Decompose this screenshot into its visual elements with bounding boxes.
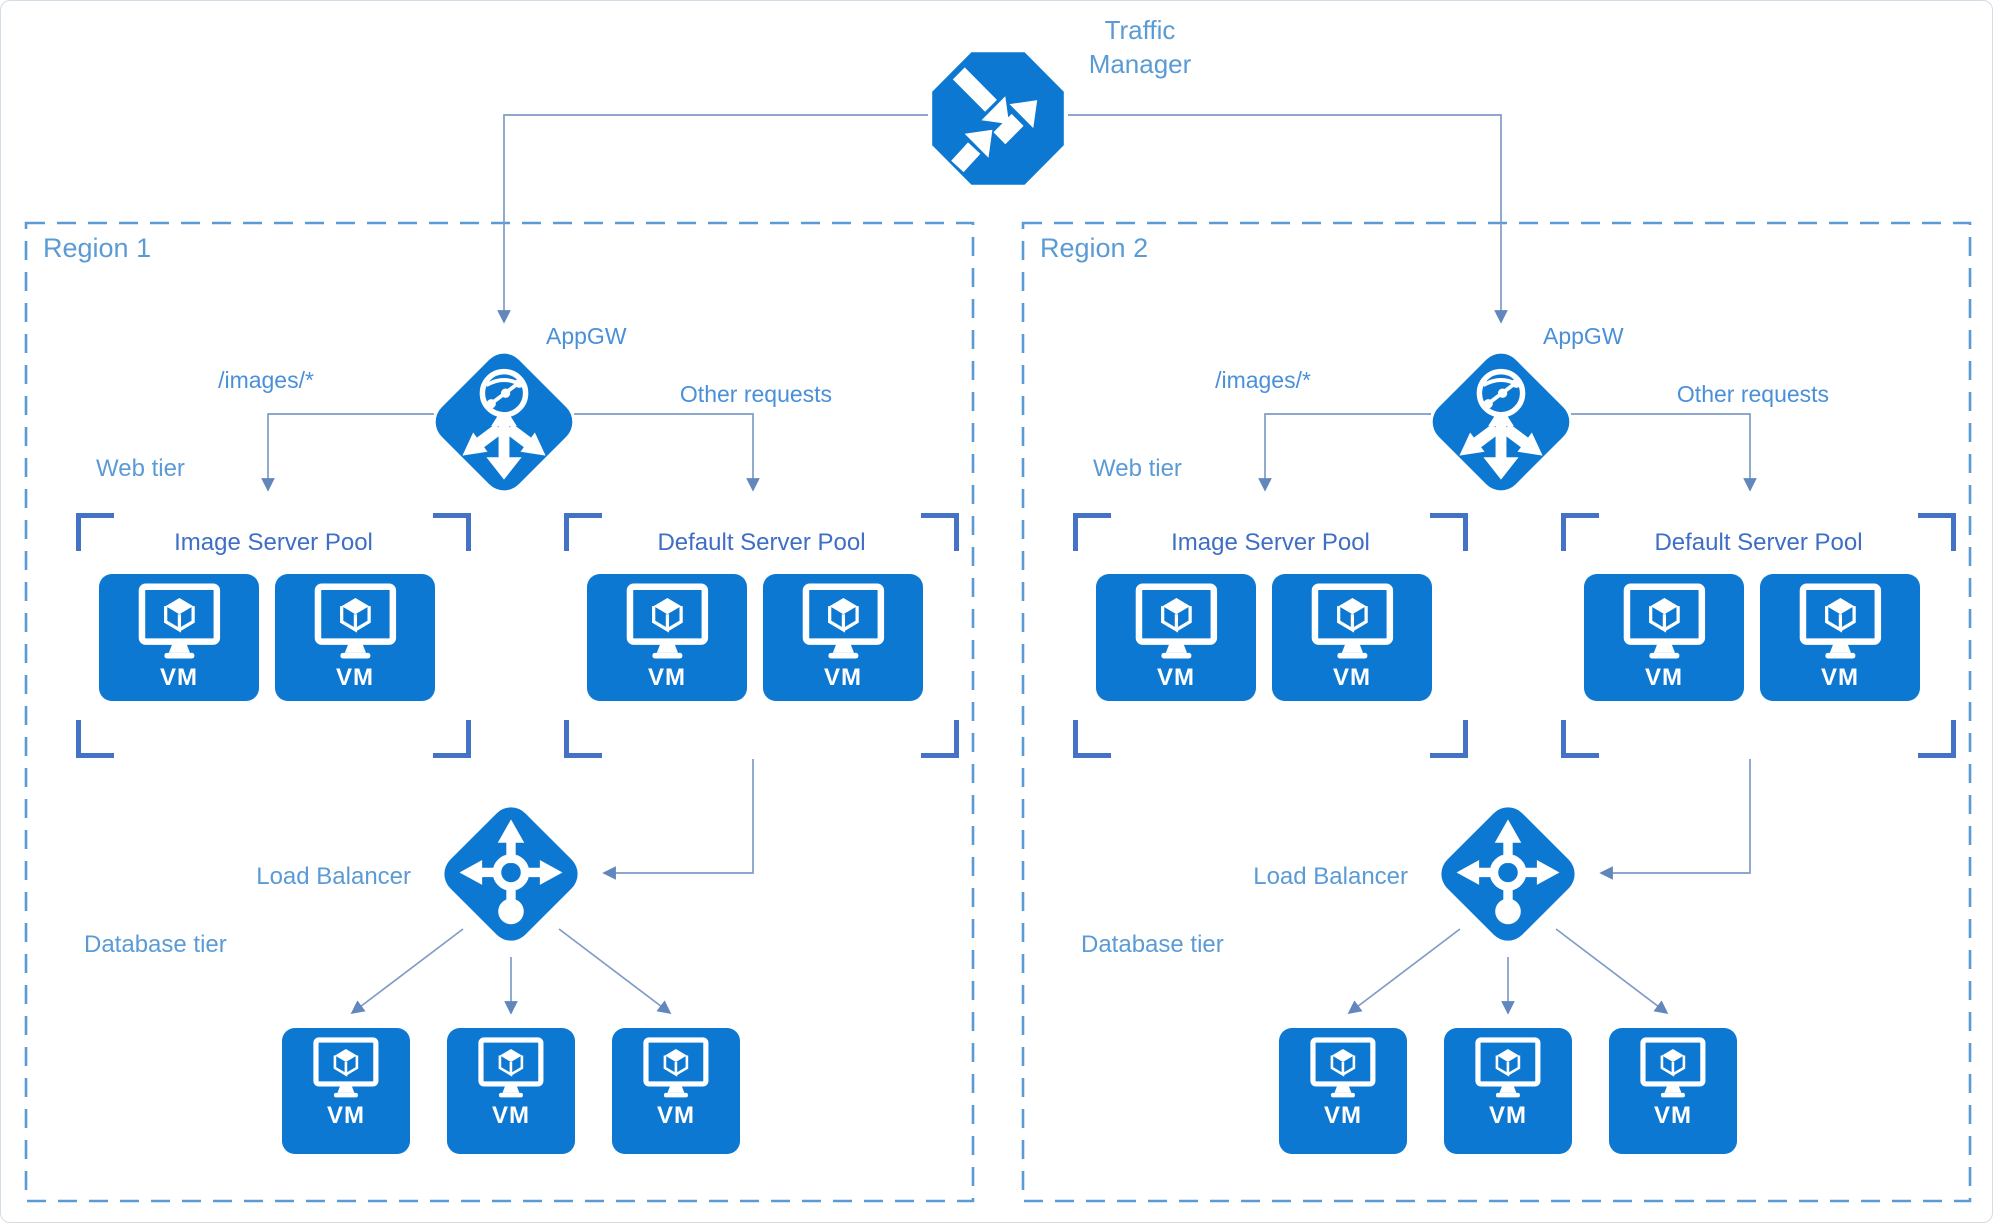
database-tier-label: Database tier (84, 931, 227, 958)
vm-tile: VM (763, 574, 923, 701)
vm-tile: VM (282, 1028, 410, 1154)
vm-monitor-icon (1458, 1037, 1558, 1103)
pool-corner-icon (921, 720, 959, 758)
load-balancer-label: Load Balancer (256, 863, 411, 890)
vm-monitor-icon (605, 583, 730, 665)
other-requests-label: Other requests (1676, 381, 1830, 407)
vm-monitor-icon (1602, 583, 1727, 665)
vm-monitor-icon (296, 1037, 396, 1103)
vm-label: VM (1821, 664, 1859, 692)
vm-label: VM (1489, 1101, 1527, 1129)
pool-corner-icon (1918, 513, 1956, 551)
vm-monitor-icon (1114, 583, 1239, 665)
image-server-pool-label: Image Server Pool (1171, 529, 1370, 556)
pool-corner-icon (433, 720, 471, 758)
default-server-pool: Default Server Pool VM VM (564, 513, 959, 758)
vm-label: VM (1324, 1101, 1362, 1129)
traffic-manager-label: Traffic Manager (1081, 13, 1199, 81)
vm-tile: VM (1444, 1028, 1572, 1154)
images-route-label: /images/* (218, 367, 314, 393)
vm-tile: VM (587, 574, 747, 701)
pool-corner-icon (1073, 513, 1111, 551)
pool-corner-icon (1918, 720, 1956, 758)
default-server-pool: Default Server Pool VM VM (1561, 513, 1956, 758)
vm-monitor-icon (1293, 1037, 1393, 1103)
pool-corner-icon (1073, 720, 1111, 758)
image-server-pool: Image Server Pool VM VM (1073, 513, 1468, 758)
vm-tile: VM (1279, 1028, 1407, 1154)
load-balancer-icon (1430, 796, 1586, 952)
vm-label: VM (657, 1101, 695, 1129)
web-tier-label: Web tier (1093, 455, 1182, 482)
vm-tile: VM (1584, 574, 1744, 701)
vm-tile: VM (275, 574, 435, 701)
appgw-label: AppGW (546, 323, 627, 349)
region-2: Region 2 AppGW /images/* Other requests … (1023, 223, 1970, 1201)
region-1: Region 1 AppGW /images/* Other requests … (26, 223, 973, 1201)
vm-tile: VM (447, 1028, 575, 1154)
pool-corner-icon (433, 513, 471, 551)
pool-corner-icon (564, 513, 602, 551)
vm-monitor-icon (1623, 1037, 1723, 1103)
region-1-title: Region 1 (43, 233, 152, 263)
vm-tile: VM (1096, 574, 1256, 701)
default-server-pool-label: Default Server Pool (1654, 529, 1863, 556)
vm-label: VM (648, 664, 686, 692)
vm-tile: VM (1760, 574, 1920, 701)
vm-label: VM (1654, 1101, 1692, 1129)
vm-tile: VM (612, 1028, 740, 1154)
database-tier-label: Database tier (1081, 931, 1224, 958)
traffic-manager-label-line2: Manager (1088, 49, 1192, 79)
vm-label: VM (1333, 664, 1371, 692)
vm-monitor-icon (461, 1037, 561, 1103)
image-server-pool-label: Image Server Pool (174, 529, 373, 556)
vm-tile: VM (1609, 1028, 1737, 1154)
vm-monitor-icon (626, 1037, 726, 1103)
appgw-icon (424, 342, 584, 502)
vm-label: VM (327, 1101, 365, 1129)
load-balancer-icon (433, 796, 589, 952)
pool-corner-icon (921, 513, 959, 551)
pool-corner-icon (1430, 720, 1468, 758)
default-server-pool-label: Default Server Pool (657, 529, 866, 556)
vm-monitor-icon (293, 583, 418, 665)
traffic-manager-icon (928, 48, 1068, 189)
appgw-icon (1421, 342, 1581, 502)
other-requests-label: Other requests (679, 381, 833, 407)
pool-corner-icon (1430, 513, 1468, 551)
pool-corner-icon (76, 720, 114, 758)
vm-label: VM (492, 1101, 530, 1129)
vm-monitor-icon (1778, 583, 1903, 665)
vm-tile: VM (1272, 574, 1432, 701)
appgw-label: AppGW (1543, 323, 1624, 349)
images-route-label: /images/* (1215, 367, 1311, 393)
web-tier-label: Web tier (96, 455, 185, 482)
vm-monitor-icon (781, 583, 906, 665)
pool-corner-icon (1561, 513, 1599, 551)
vm-tile: VM (99, 574, 259, 701)
pool-corner-icon (1561, 720, 1599, 758)
pool-corner-icon (76, 513, 114, 551)
load-balancer-label: Load Balancer (1253, 863, 1408, 890)
vm-label: VM (1645, 664, 1683, 692)
vm-monitor-icon (1290, 583, 1415, 665)
image-server-pool: Image Server Pool VM VM (76, 513, 471, 758)
vm-monitor-icon (117, 583, 242, 665)
vm-label: VM (824, 664, 862, 692)
traffic-manager-label-line1: Traffic (1104, 15, 1176, 45)
vm-label: VM (336, 664, 374, 692)
pool-corner-icon (564, 720, 602, 758)
region-2-title: Region 2 (1040, 233, 1149, 263)
vm-label: VM (1157, 664, 1195, 692)
vm-label: VM (160, 664, 198, 692)
